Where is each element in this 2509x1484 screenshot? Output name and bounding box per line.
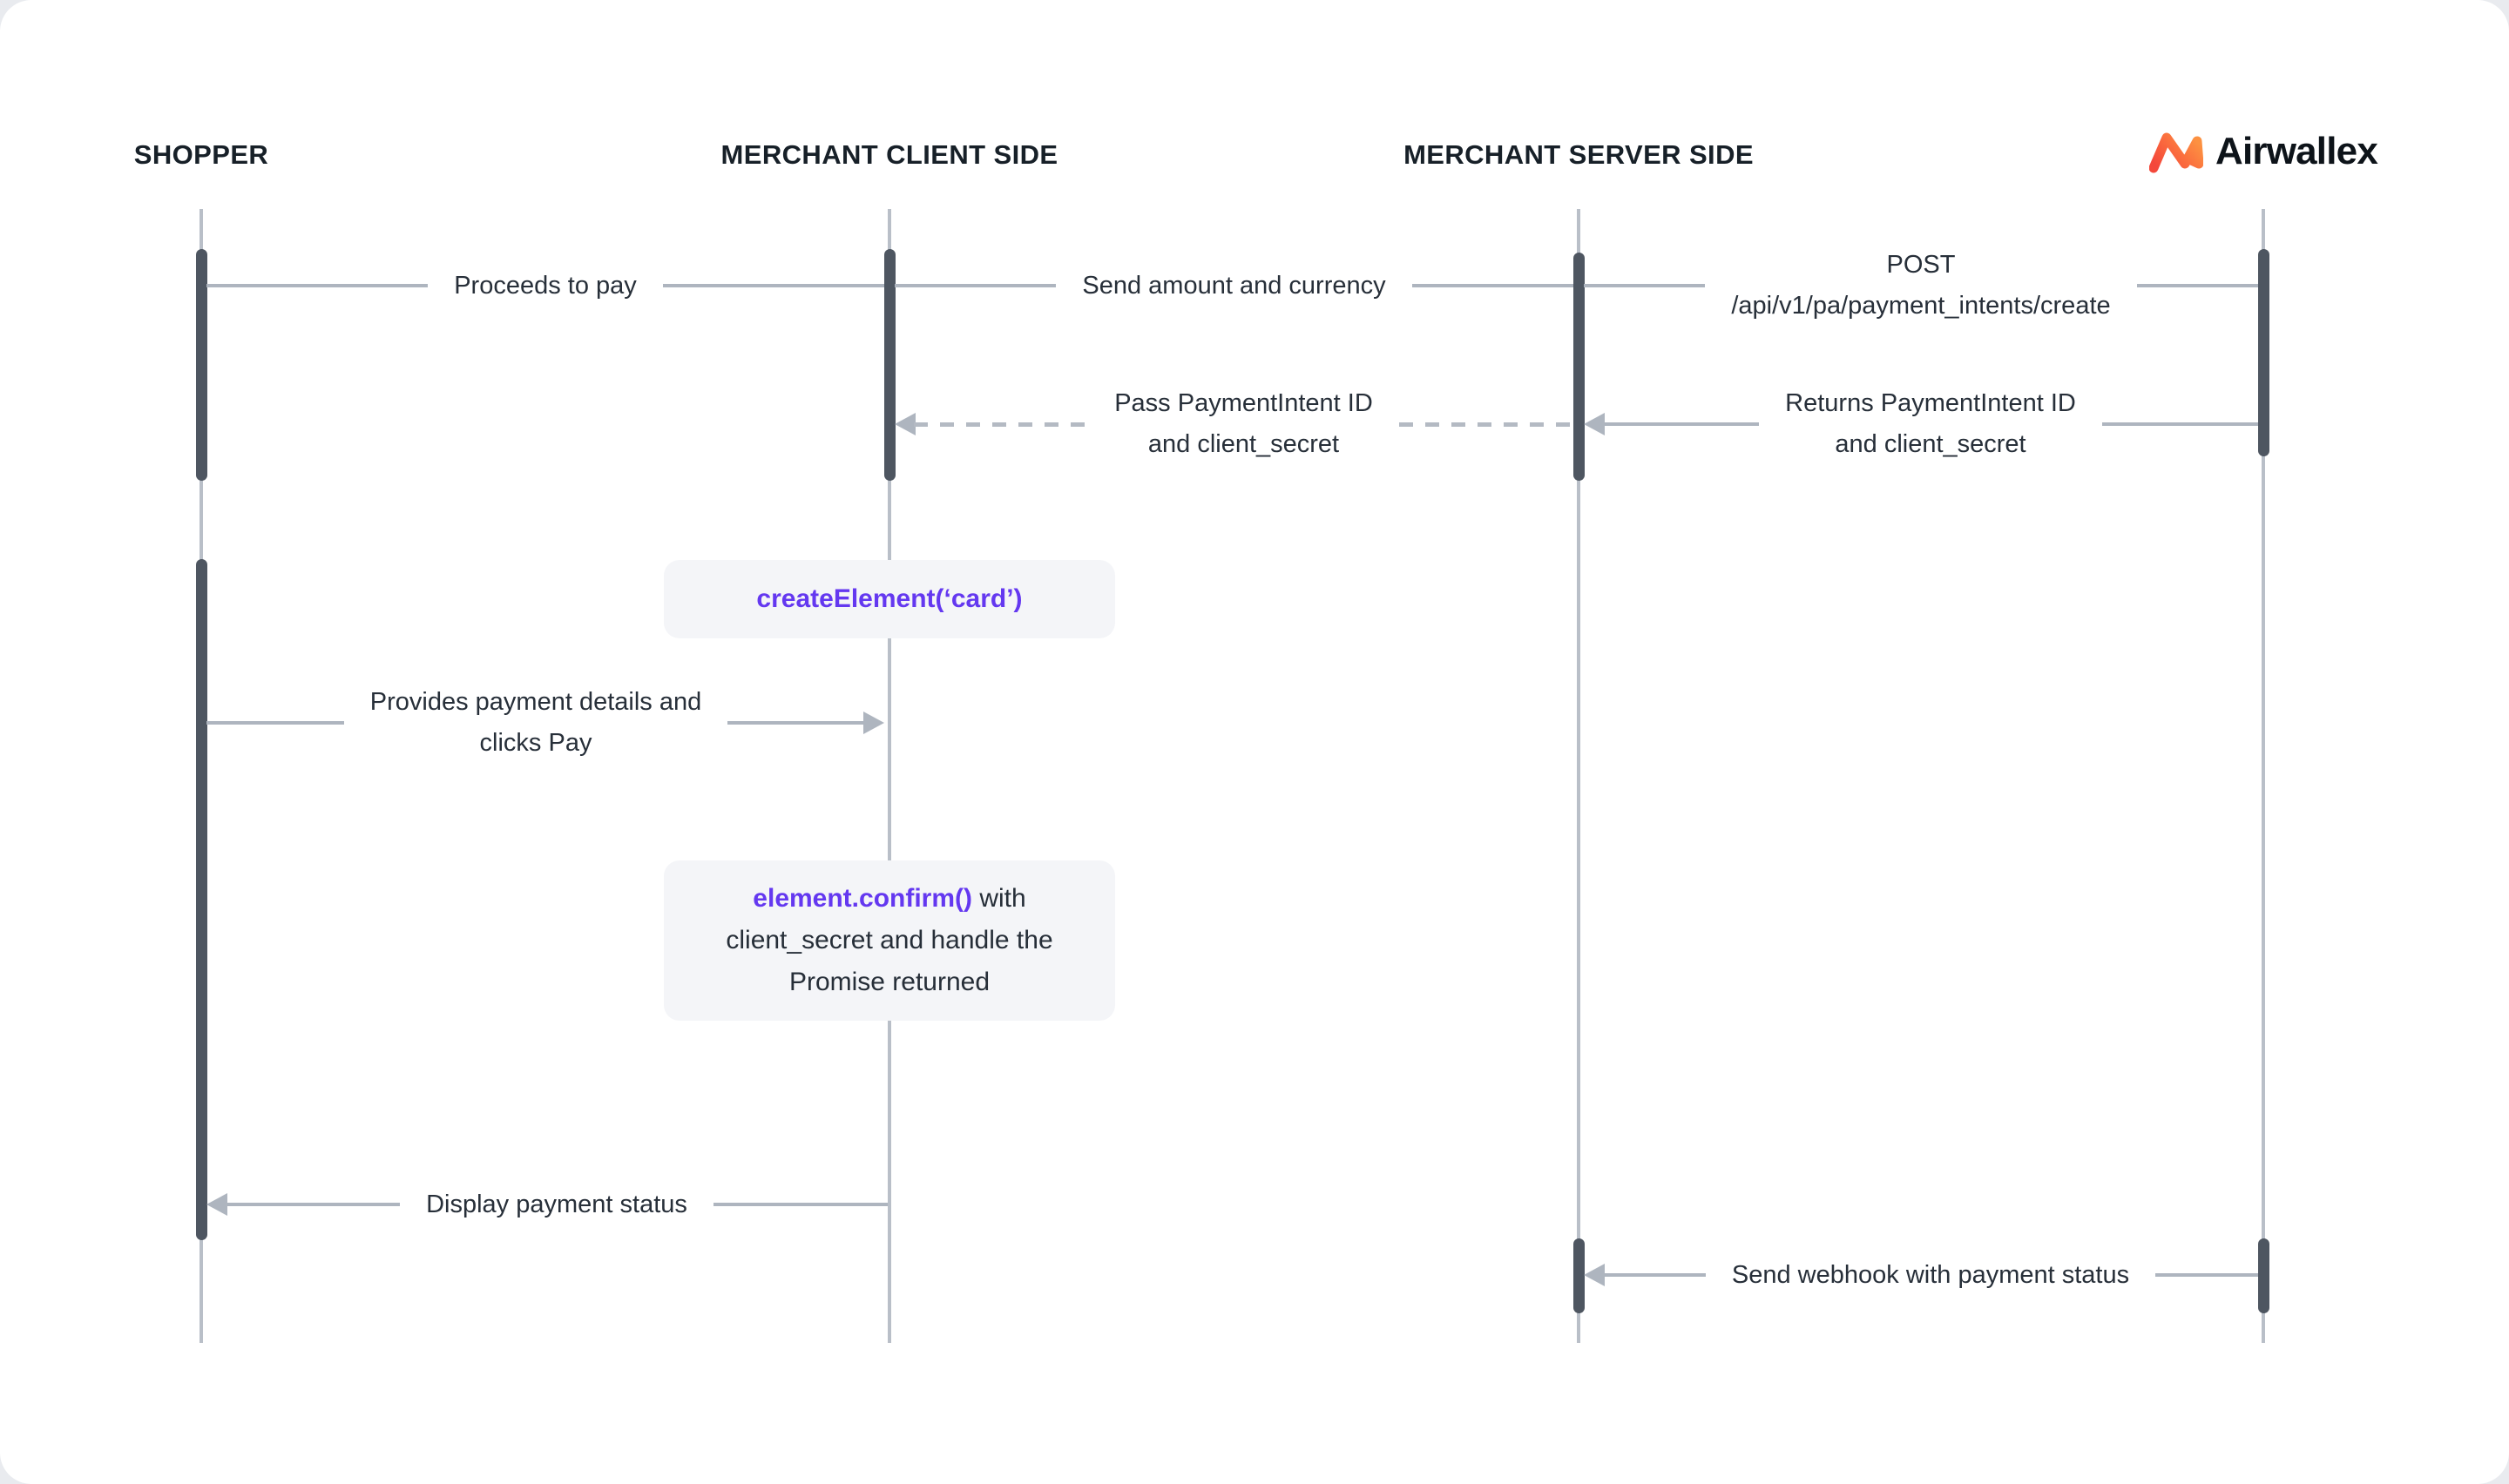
- message-line: [1584, 284, 1706, 287]
- arrowhead-right-icon: [863, 712, 885, 734]
- activation-bar-merchant-server-2: [1572, 1238, 1585, 1313]
- activation-bar-shopper-1: [195, 249, 207, 481]
- note-create-element: createElement(‘card’): [664, 560, 1115, 638]
- code-create-element: createElement(‘card’): [756, 584, 1023, 613]
- message-line: [895, 284, 1057, 287]
- message-post-payment-intents-create: POST /api/v1/pa/payment_intents/create: [1584, 242, 2258, 329]
- note-element-confirm: element.confirm() with client_secret and…: [664, 860, 1115, 1021]
- arrowhead-left-icon: [1584, 413, 1605, 435]
- airwallex-logo: Airwallex: [2148, 129, 2378, 174]
- activation-bar-merchant-server-1: [1572, 253, 1585, 481]
- message-label: Send amount and currency: [1082, 271, 1386, 300]
- message-label: Display payment status: [426, 1190, 687, 1218]
- message-provides-payment-details: Provides payment details and clicks Pay: [206, 679, 885, 766]
- code-element-confirm: element.confirm(): [753, 884, 973, 913]
- actor-header-merchant-server-side: MERCHANT SERVER SIDE: [1403, 139, 1754, 170]
- airwallex-logo-icon: [2148, 129, 2203, 174]
- message-send-webhook: Send webhook with payment status: [1584, 1231, 2258, 1319]
- message-line: [1411, 284, 1573, 287]
- lifeline-merchant-server-side: [1577, 209, 1580, 1343]
- message-line-dashed: [1398, 422, 1573, 427]
- activation-bar-airwallex-1: [2257, 249, 2269, 456]
- message-returns-paymentintent-id: Returns PaymentIntent ID and client_secr…: [1584, 381, 2258, 468]
- airwallex-logo-text: Airwallex: [2215, 130, 2378, 172]
- message-line: [2136, 284, 2258, 287]
- lifeline-merchant-client-side: [888, 209, 891, 1343]
- actor-header-merchant-client-side: MERCHANT CLIENT SIDE: [720, 139, 1058, 170]
- message-label: Returns PaymentIntent ID and client_secr…: [1785, 389, 2076, 458]
- message-line: [727, 721, 866, 725]
- message-line-dashed: [914, 422, 1089, 427]
- message-line: [226, 1203, 401, 1206]
- message-line: [206, 721, 344, 725]
- message-label: Provides payment details and clicks Pay: [369, 688, 702, 757]
- message-line: [206, 284, 429, 287]
- activation-bar-merchant-client: [883, 249, 896, 481]
- actor-header-shopper: SHOPPER: [133, 139, 269, 170]
- message-line: [662, 284, 885, 287]
- note-text: with client_secret and handle the Promis…: [726, 884, 1053, 996]
- message-line: [1603, 422, 1760, 426]
- message-proceeds-to-pay: Proceeds to pay: [206, 242, 885, 329]
- activation-bar-shopper-2: [195, 559, 207, 1240]
- message-line: [1603, 1273, 1706, 1277]
- message-pass-paymentintent-id: Pass PaymentIntent ID and client_secret: [895, 381, 1573, 468]
- message-label: Pass PaymentIntent ID and client_secret: [1114, 389, 1373, 458]
- message-line: [2155, 1273, 2258, 1277]
- message-label: Proceeds to pay: [454, 271, 637, 300]
- arrowhead-left-icon: [895, 413, 916, 435]
- message-label: POST /api/v1/pa/payment_intents/create: [1731, 251, 2111, 320]
- lifeline-airwallex: [2262, 209, 2265, 1343]
- message-display-payment-status: Display payment status: [206, 1161, 888, 1248]
- activation-bar-airwallex-2: [2257, 1238, 2269, 1313]
- message-line: [713, 1203, 888, 1206]
- message-label: Send webhook with payment status: [1731, 1260, 2130, 1289]
- arrowhead-left-icon: [206, 1193, 227, 1216]
- message-line: [2101, 422, 2258, 426]
- message-send-amount-currency: Send amount and currency: [895, 242, 1573, 329]
- arrowhead-left-icon: [1584, 1264, 1605, 1286]
